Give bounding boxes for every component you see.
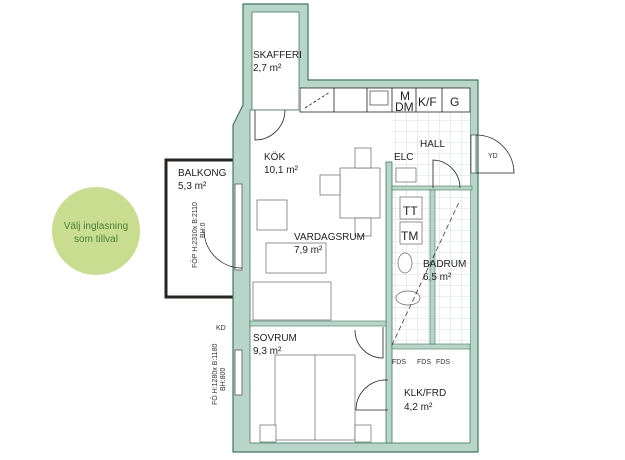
balcony-door-window [234,183,243,271]
microwave-label: M [400,89,410,103]
room-klk: KLK/FRD 4,2 m² [404,388,446,413]
fds-label-3: FDS [436,359,450,366]
room-area: 9,3 m² [253,346,282,357]
room-area: 7,9 m² [294,245,323,256]
room-area: 4,2 m² [404,402,433,413]
kitchen-counter [299,87,471,113]
spec-line-2: BH:0 [200,222,207,238]
room-badrum: BADRUM 6,5 m² [423,259,466,283]
room-kok: KÖK 10,1 m² [264,151,299,176]
room-hall: HALL [420,139,445,150]
fridge-freezer-label: K/F [418,95,437,109]
room-name: SOVRUM [253,333,297,344]
badge-line-1: Välj inglasning [64,221,129,232]
yd-label: YD [488,153,498,160]
room-name: KÖK [264,151,285,163]
room-balkong: BALKONG 5,3 m² [178,168,227,192]
room-skafferi: SKAFFERI 2,7 m² [253,50,302,74]
balcony-door-spec: FÖP H:2310x B:2110 BH:0 [191,202,207,268]
room-area: 10,1 m² [264,165,299,176]
dryer-label: TT [403,204,418,218]
spec-line-1: FÖP H:2310x B:2110 [191,202,199,268]
room-name: HALL [420,139,445,150]
bedroom-window [234,349,243,396]
room-area: 5,3 m² [178,181,207,192]
room-name: BADRUM [423,259,466,270]
kd-label: KD [216,325,226,332]
washer-label: TM [401,229,418,243]
room-name: SKAFFERI [253,50,302,61]
room-sovrum: SOVRUM 9,3 m² [253,333,297,357]
room-name: KLK/FRD [404,388,446,399]
bedroom-window-spec: FÖ H:1280x B:1180 BH:800 [211,344,227,405]
badge-line-2: som tillval [74,234,118,245]
spec-line-2: BH:800 [220,368,227,391]
furniture [252,147,423,443]
room-area: 6,5 m² [423,272,452,283]
room-vardagsrum: VARDAGSRUM 7,9 m² [294,232,365,256]
dishwasher-label: DM [395,100,414,114]
entrance-door [470,134,477,174]
room-name: BALKONG [178,168,227,179]
fds-label-2: FDS [417,359,431,366]
room-name: VARDAGSRUM [294,232,365,243]
elc-label: ELC [394,152,413,163]
g-label: G [450,95,459,109]
balcony [164,158,233,299]
spec-line-1: FÖ H:1280x B:1180 [211,344,219,405]
room-area: 2,7 m² [253,63,282,74]
door-swings [203,109,515,411]
glazing-option-badge: Välj inglasning som tillval [52,187,140,275]
fds-label-1: FDS [392,359,406,366]
